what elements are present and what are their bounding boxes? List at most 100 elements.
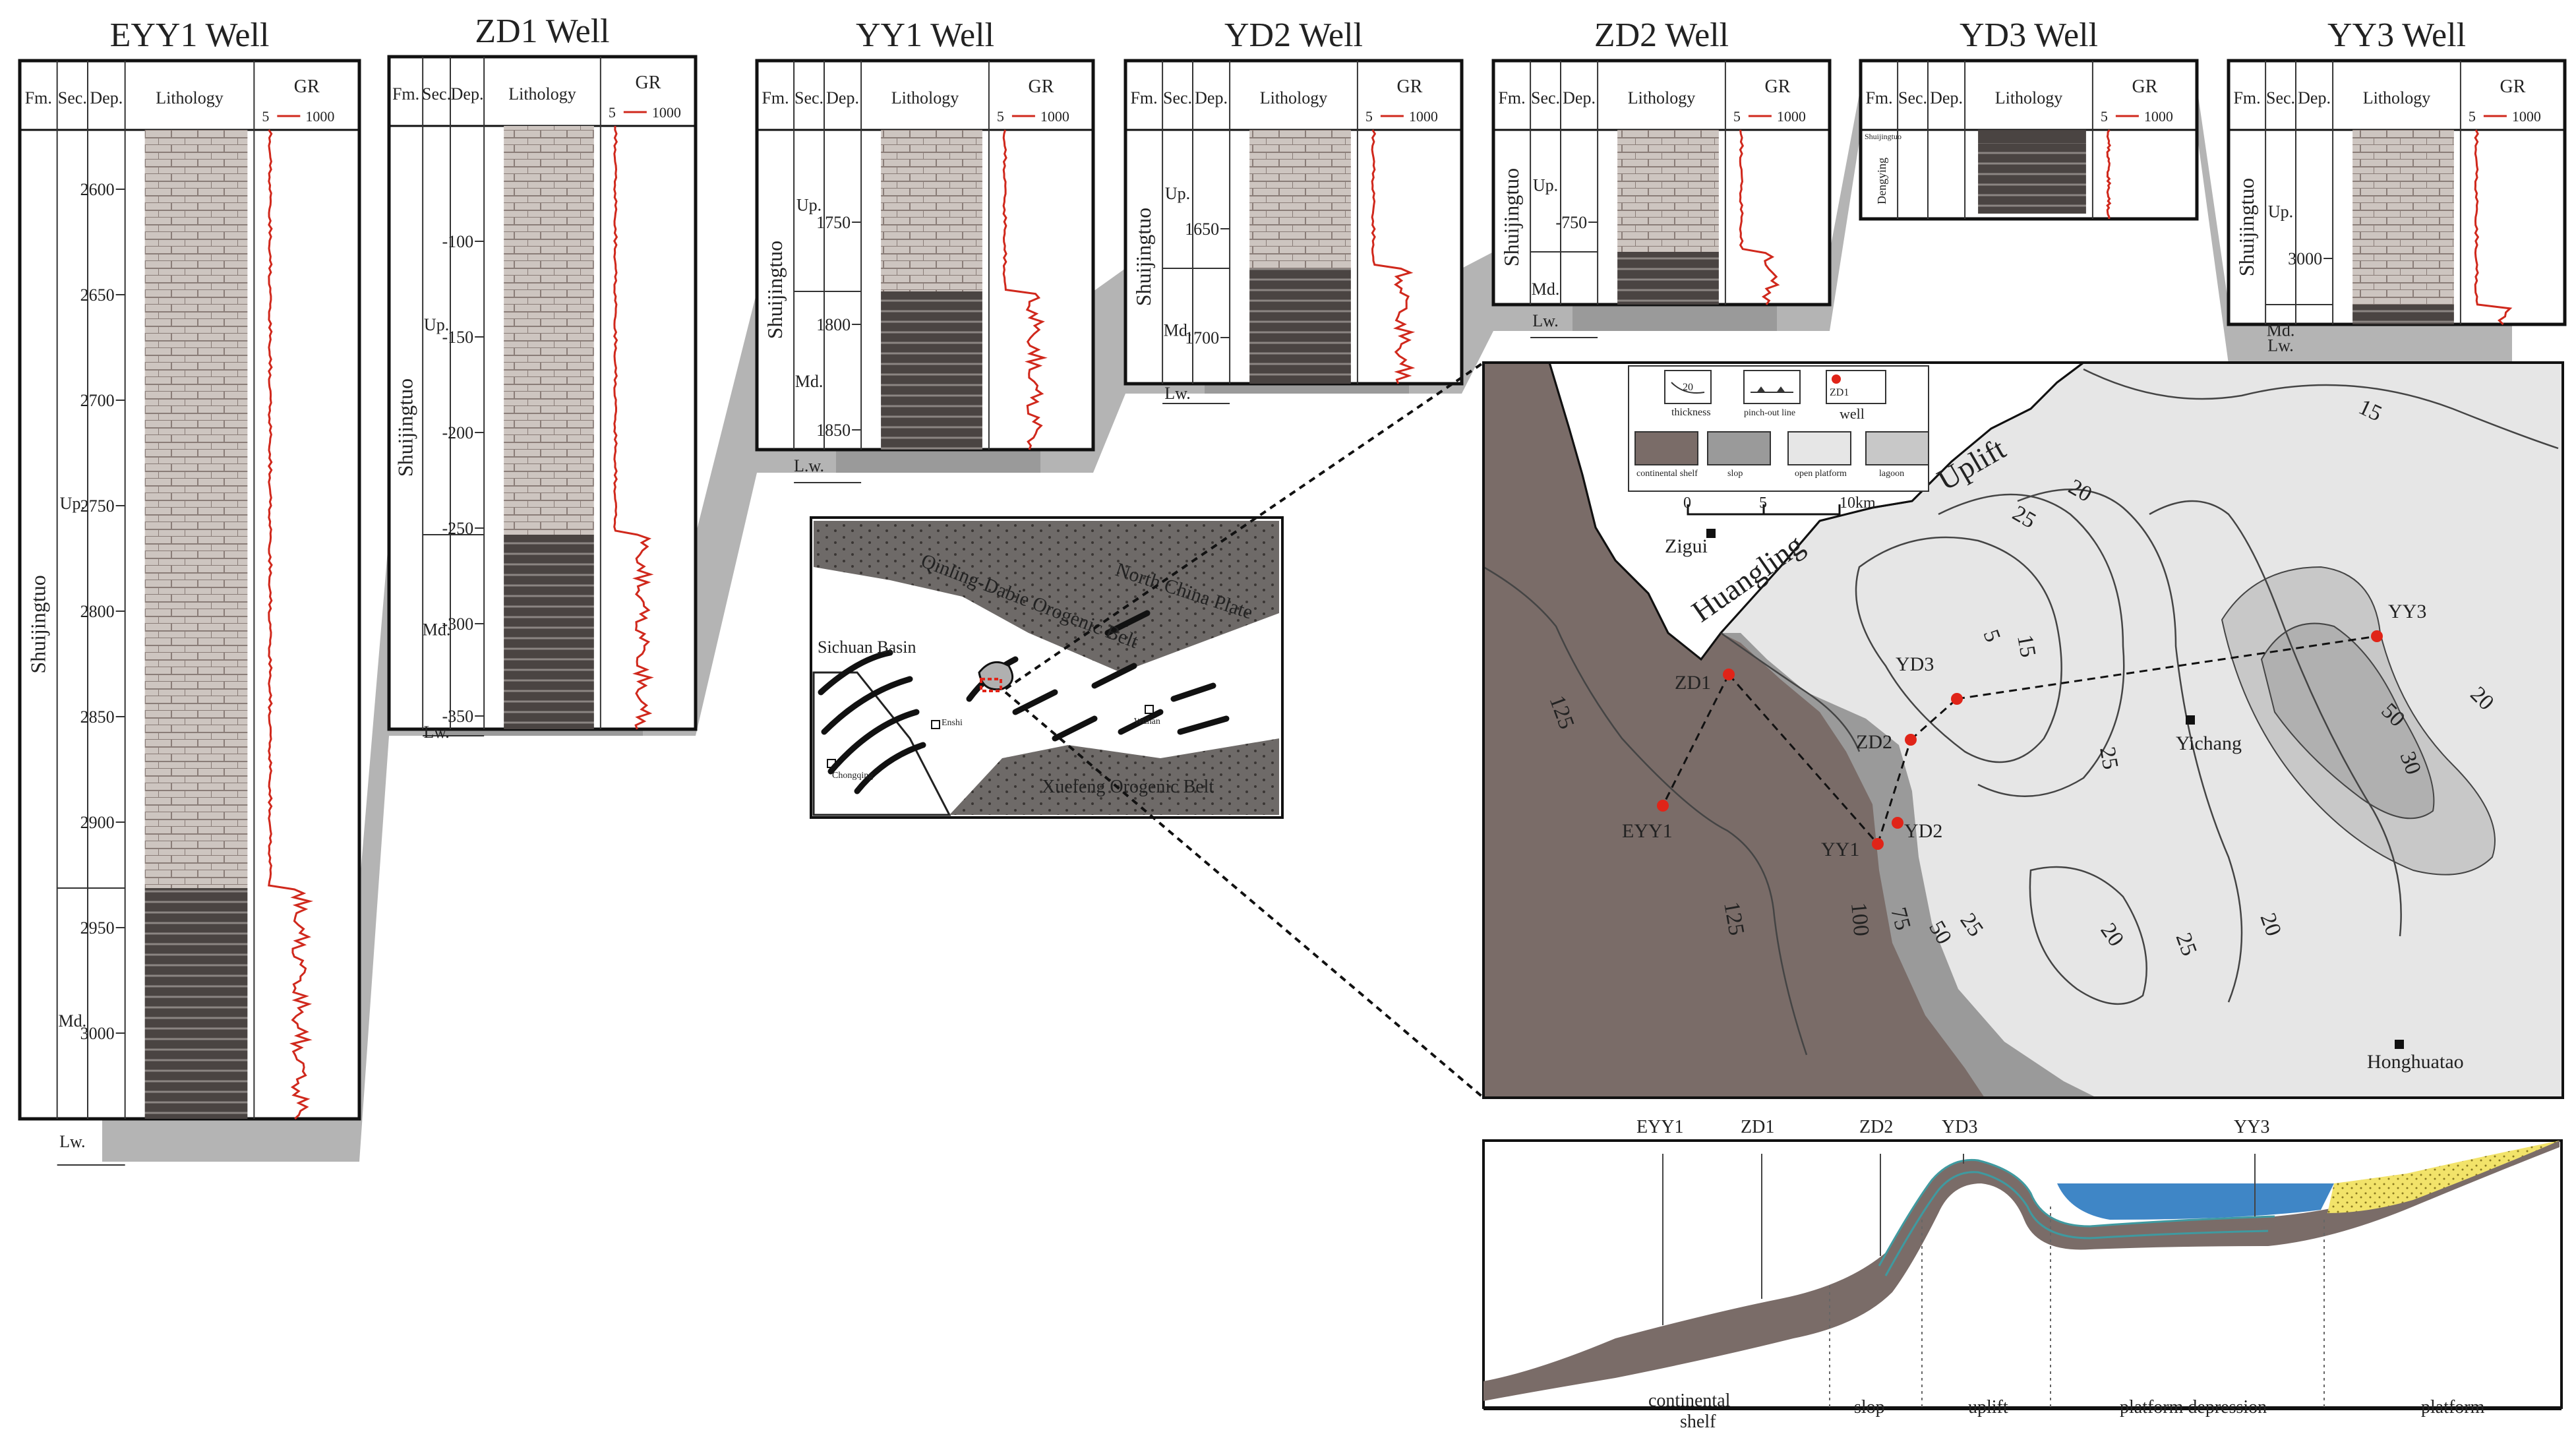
profile-well-label-yd3: YD3 <box>1942 1117 1977 1137</box>
map-well-label-yd3: YD3 <box>1896 653 1934 675</box>
profile-well-label-zd1: ZD1 <box>1741 1117 1774 1137</box>
depth-tick: 2750 <box>80 496 115 516</box>
cross-section-profile: EYY1 ZD1 ZD2 YD3 YY3 continental shelf s… <box>1482 1117 2563 1432</box>
col-header-sec: Sec. <box>794 88 824 107</box>
gr-max-label: 1000 <box>1040 108 1069 125</box>
contour-label: 100 <box>1846 901 1873 937</box>
col-header-sec: Sec. <box>2266 88 2295 107</box>
gr-curve <box>1739 129 1780 305</box>
section-label: Md. <box>1164 321 1192 340</box>
map-wells: ZD1 EYY1 YY1 YD2 ZD2 YD3 YY3 <box>1622 601 2426 860</box>
section-label: Lw. <box>59 1132 85 1151</box>
gr-curve <box>1371 129 1416 384</box>
depth-tick: 1650 <box>1185 220 1219 239</box>
depth-tick: 1700 <box>1185 328 1219 347</box>
zoom-leader-lines <box>1004 361 1485 1099</box>
depth-tick: 2800 <box>80 602 115 621</box>
legend-open-platform-label: open platform <box>1795 469 1847 479</box>
depth-tick: 1850 <box>816 421 851 440</box>
col-header-lithology: Lithology <box>508 84 576 104</box>
formation-label: Shuijingtuo <box>1131 208 1155 306</box>
formation-label: Shuijingtuo <box>394 378 417 477</box>
depth-tick: 2950 <box>80 918 115 938</box>
contour-label: 25 <box>2095 745 2122 771</box>
depth-tick: -350 <box>442 707 473 726</box>
col-header-fm: Fm. <box>762 88 789 107</box>
scale-label-5: 5 <box>1759 494 1767 512</box>
col-header-gr: GR <box>294 76 320 97</box>
legend-lagoon-label: lagoon <box>1879 469 1904 479</box>
depth-tick: 2600 <box>80 180 115 199</box>
well-title: ZD2 Well <box>1594 16 1729 54</box>
section-label: Lw. <box>1164 384 1190 403</box>
map-well-label-zd2: ZD2 <box>1856 731 1892 753</box>
formation-label: Shuijingtuo <box>1499 168 1523 266</box>
gr-min-label: 5 <box>1365 108 1373 125</box>
map-well-label-yd2: YD2 <box>1904 820 1942 842</box>
legend-thickness-label: thickness <box>1671 407 1711 418</box>
gr-min-label: 5 <box>2469 108 2476 125</box>
map-well-yd3 <box>1951 693 1963 705</box>
town-label-honghuatao: Honghuatao <box>2367 1051 2464 1073</box>
col-header-gr: GR <box>2500 76 2525 97</box>
col-header-dep: Dep. <box>90 88 123 107</box>
depth-tick: -200 <box>442 423 473 442</box>
thickness-contour-map: 20 thickness pinch-out line ZD1 well con… <box>1482 361 2564 1099</box>
formation-top-label: Shuijingtuo <box>1865 132 1902 141</box>
contour-label: 15 <box>2012 633 2040 659</box>
section-label: Lw. <box>2267 336 2293 355</box>
legend-well-marker <box>1832 374 1841 384</box>
inset-label-wuhan: Wuhan <box>1134 717 1160 727</box>
col-header-dep: Dep. <box>1563 88 1596 107</box>
col-header-lithology: Lithology <box>891 88 959 107</box>
col-header-lithology: Lithology <box>1260 88 1328 107</box>
profile-zone-slop: slop <box>1854 1397 1885 1417</box>
col-header-lithology: Lithology <box>1628 88 1696 107</box>
col-header-sec: Sec. <box>1531 88 1560 107</box>
gr-min-label: 5 <box>262 108 269 125</box>
col-header-dep: Dep. <box>2298 88 2331 107</box>
legend-pinchout-label: pinch-out line <box>1744 408 1795 418</box>
gr-curve <box>2474 129 2513 326</box>
contour-label: 125 <box>1719 900 1749 938</box>
col-header-fm: Fm. <box>1865 88 1892 107</box>
depth-tick: 3000 <box>2288 249 2322 268</box>
col-header-fm: Fm. <box>2233 88 2260 107</box>
depth-tick: -150 <box>442 328 473 347</box>
formation-label: Shuijingtuo <box>763 241 787 339</box>
section-label: L.w. <box>794 456 824 475</box>
depth-tick: 1800 <box>816 315 851 334</box>
profile-well-label-yy3: YY3 <box>2234 1117 2269 1137</box>
section-label: Up. <box>796 196 822 215</box>
legend-slop-label: slop <box>1727 469 1743 479</box>
map-well-label-yy3: YY3 <box>2388 601 2426 622</box>
formation-label: Shuijingtuo <box>26 575 49 673</box>
gr-max-label: 1000 <box>1409 108 1438 125</box>
inset-label-enshi: Enshi <box>942 718 963 728</box>
gr-max-label: 1000 <box>652 104 681 121</box>
depth-tick: 1750 <box>816 213 851 232</box>
well-title: EYY1 Well <box>110 16 270 54</box>
map-well-zd1 <box>1723 669 1735 680</box>
legend-well-label: well <box>1840 405 1865 422</box>
well-title: YD2 Well <box>1224 16 1363 54</box>
col-header-fm: Fm. <box>1130 88 1157 107</box>
depth-tick: 2700 <box>80 391 115 410</box>
map-well-yy3 <box>2371 630 2383 642</box>
section-label: Lw. <box>1532 311 1558 330</box>
profile-zone-shelf: shelf <box>1680 1412 1716 1432</box>
map-well-yd2 <box>1892 817 1903 829</box>
town-label-zigui: Zigui <box>1665 535 1708 557</box>
section-label: Up. <box>2268 202 2293 222</box>
gr-max-label: 1000 <box>2144 108 2173 125</box>
gr-min-label: 5 <box>2101 108 2108 125</box>
map-legend: 20 thickness pinch-out line ZD1 well con… <box>1628 365 1929 492</box>
legend-shelf-label: continental shelf <box>1636 469 1698 479</box>
gr-curve <box>613 125 654 730</box>
gr-curve <box>2106 129 2112 219</box>
